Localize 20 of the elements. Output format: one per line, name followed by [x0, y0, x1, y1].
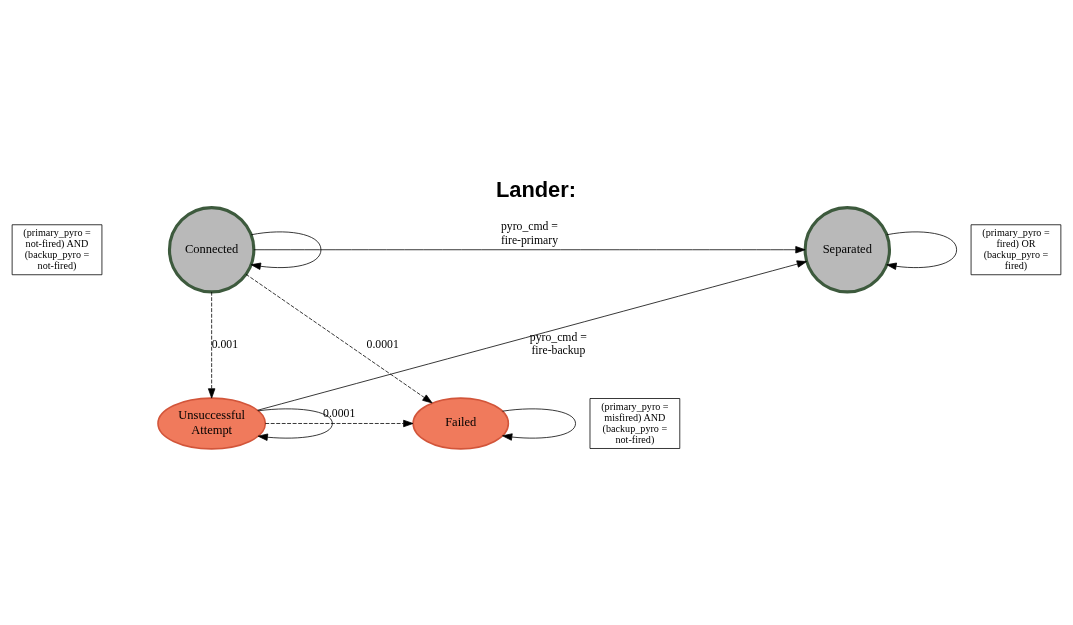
diagram-title: Lander: — [495, 176, 577, 202]
node-circle: Connected — [167, 205, 256, 293]
arrow — [502, 408, 576, 441]
node-box: (primary_pyro = misfired) AND (backup_pyro = not-fired) — [589, 397, 681, 449]
arrow — [208, 291, 216, 398]
edge-label: 0.001 — [211, 337, 239, 351]
edge-label: pyro_cmd = fire-primary — [500, 219, 559, 246]
node-box: (primary_pyro = fired) OR (backup_pyro = fired) — [970, 223, 1062, 275]
arrow — [250, 231, 322, 270]
node-circle: Separated — [803, 205, 892, 293]
edge-label: 0.0001 — [366, 337, 399, 351]
node-box: (primary_pyro = not-fired) AND (backup_pyro = not-fired) — [11, 223, 103, 275]
arrow — [257, 259, 807, 411]
arrow — [253, 245, 806, 253]
edge-label: pyro_cmd = fire-backup — [529, 330, 587, 357]
edge-label: 0.0001 — [323, 406, 356, 420]
arrow — [245, 273, 433, 403]
arrow — [265, 419, 414, 427]
arrow — [257, 407, 333, 441]
arrow — [886, 231, 957, 270]
